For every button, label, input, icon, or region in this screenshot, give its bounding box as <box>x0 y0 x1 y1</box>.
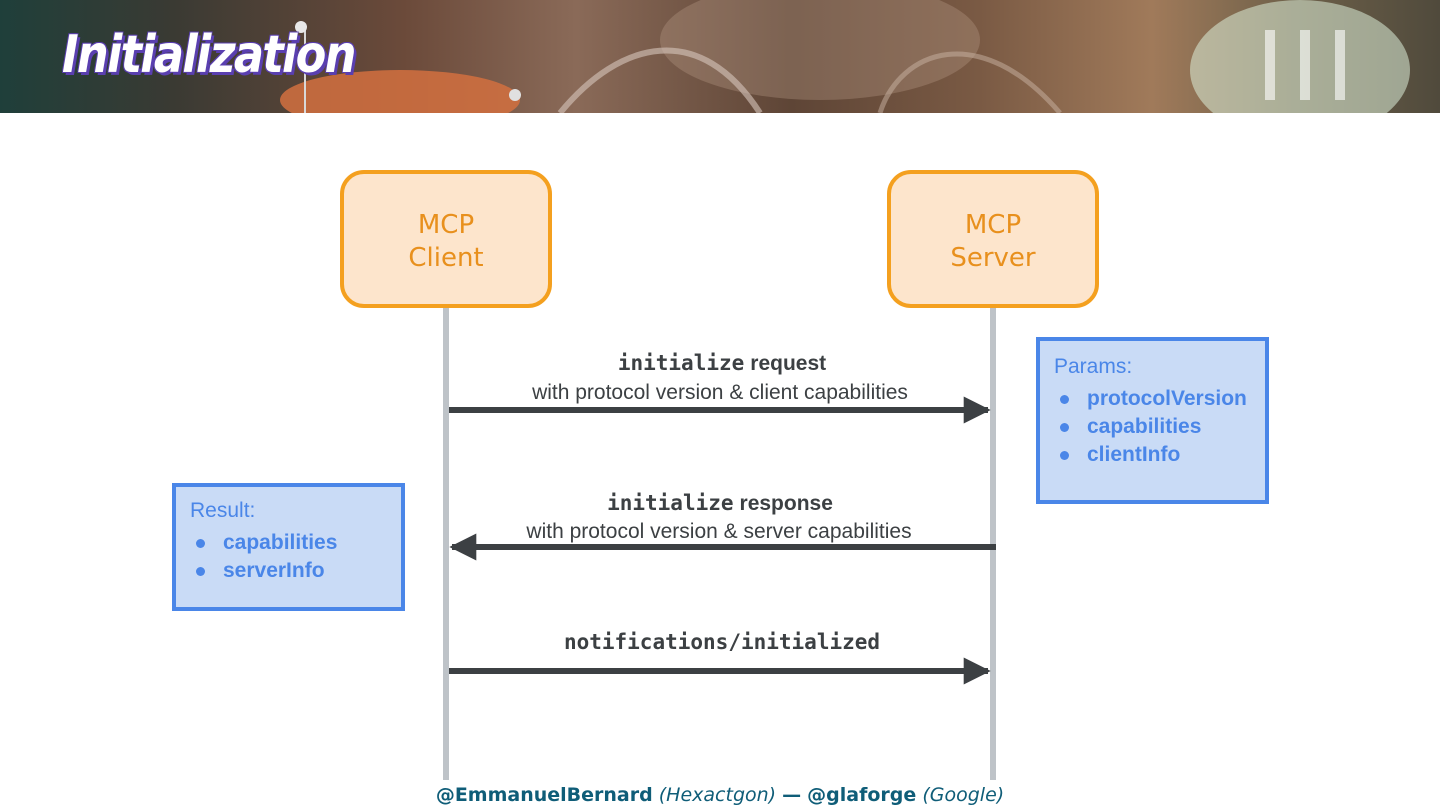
bullet-icon <box>1060 422 1069 432</box>
message-initialize-request-heading: initialize request <box>618 351 826 375</box>
result-list: capabilities serverInfo <box>190 529 401 585</box>
message-2-code: initialize <box>607 491 733 515</box>
footer-credits: @EmmanuelBernard (Hexactgon) — @glaforge… <box>0 784 1440 806</box>
param-client-info: clientInfo <box>1087 443 1181 466</box>
bullet-icon <box>196 566 205 576</box>
slide-title: Initialization <box>62 25 356 85</box>
message-1-subtitle: with protocol version & client capabilit… <box>531 381 908 404</box>
participant-server-line2: Server <box>950 243 1036 273</box>
author-org-1: (Hexactgon) <box>658 784 777 806</box>
bullet-icon <box>1060 394 1069 404</box>
result-server-info: serverInfo <box>223 559 325 582</box>
author-handle-2: @glaforge <box>807 784 917 806</box>
footer-separator: — <box>782 784 802 806</box>
author-org-2: (Google) <box>922 784 1005 806</box>
list-item: clientInfo <box>1054 441 1265 469</box>
param-protocol-version: protocolVersion <box>1087 387 1247 410</box>
list-item: protocolVersion <box>1054 385 1265 413</box>
result-capabilities: capabilities <box>223 531 338 554</box>
message-notifications-initialized-heading: notifications/initialized <box>564 630 880 654</box>
list-item: serverInfo <box>190 557 401 585</box>
message-3-code: notifications/initialized <box>564 630 880 654</box>
params-list: protocolVersion capabilities clientInfo <box>1054 385 1265 469</box>
participant-client-line2: Client <box>408 243 483 273</box>
message-initialize-response: initialize response with protocol version… <box>449 491 996 561</box>
message-initialize-response-heading: initialize response <box>607 491 833 515</box>
message-2-subtitle: with protocol version & server capabilit… <box>525 520 911 543</box>
author-handle-1: @EmmanuelBernard <box>435 784 653 806</box>
message-1-label: request <box>750 352 826 375</box>
message-2-label: response <box>740 492 833 515</box>
result-note-title: Result: <box>190 499 256 522</box>
banner-photo <box>280 0 1410 113</box>
params-note-title: Params: <box>1054 355 1133 378</box>
params-note: Params: protocolVersion capabilities cli… <box>1036 337 1269 504</box>
participant-server: MCP Server <box>887 170 1099 308</box>
list-item: capabilities <box>190 529 401 557</box>
message-notifications-initialized: notifications/initialized <box>449 630 991 685</box>
title-banner: Initialization <box>0 0 1440 113</box>
participant-client-line1: MCP <box>418 210 474 240</box>
message-initialize-request: initialize request with protocol version … <box>449 351 991 424</box>
param-capabilities: capabilities <box>1087 415 1202 438</box>
result-note: Result: capabilities serverInfo <box>172 483 405 611</box>
message-1-code: initialize <box>618 351 744 375</box>
list-item: capabilities <box>1054 413 1265 441</box>
bullet-icon <box>1060 450 1069 460</box>
participant-client: MCP Client <box>340 170 552 308</box>
bullet-icon <box>196 538 205 548</box>
participant-server-line1: MCP <box>965 210 1021 240</box>
